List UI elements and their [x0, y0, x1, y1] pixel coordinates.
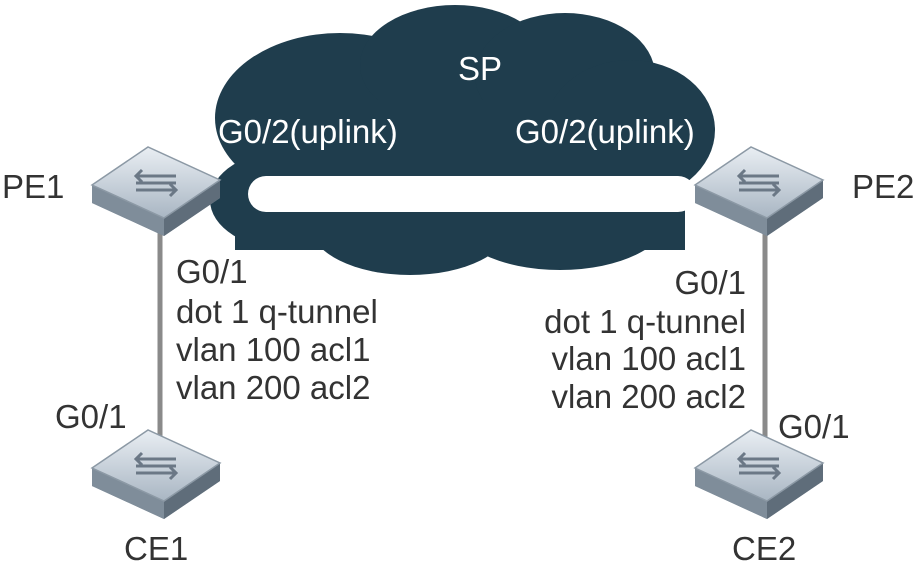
ce1-port-label: G0/1: [55, 398, 127, 435]
pe2-uplink-label: G0/2(uplink): [515, 113, 695, 150]
tunnel-link: [248, 176, 696, 212]
sp-cloud: SP: [210, 5, 715, 275]
pe1-label: PE1: [2, 168, 64, 205]
pe1-switch-icon: [90, 145, 222, 238]
pe1-uplink-label: G0/2(uplink): [218, 113, 398, 150]
pe2-config-line: vlan 100 acl1: [552, 340, 746, 377]
pe2-downlink-port: G0/1: [674, 264, 746, 301]
pe2-config-line: vlan 200 acl2: [552, 378, 746, 415]
ce1-switch-icon: [90, 428, 222, 521]
pe1-config-line: vlan 100 acl1: [176, 331, 370, 368]
pe2-switch-icon: [693, 145, 825, 238]
pe1-config-line: dot 1 q-tunnel: [176, 293, 378, 330]
cloud-label: SP: [458, 50, 502, 87]
ce1-label: CE1: [124, 530, 188, 567]
pe1-downlink-port: G0/1: [176, 253, 248, 290]
pe1-config-line: vlan 200 acl2: [176, 369, 370, 406]
pe2-config-line: dot 1 q-tunnel: [544, 303, 746, 340]
ce2-port-label: G0/1: [778, 408, 850, 445]
ce2-label: CE2: [732, 530, 796, 567]
pe2-label: PE2: [852, 168, 914, 205]
